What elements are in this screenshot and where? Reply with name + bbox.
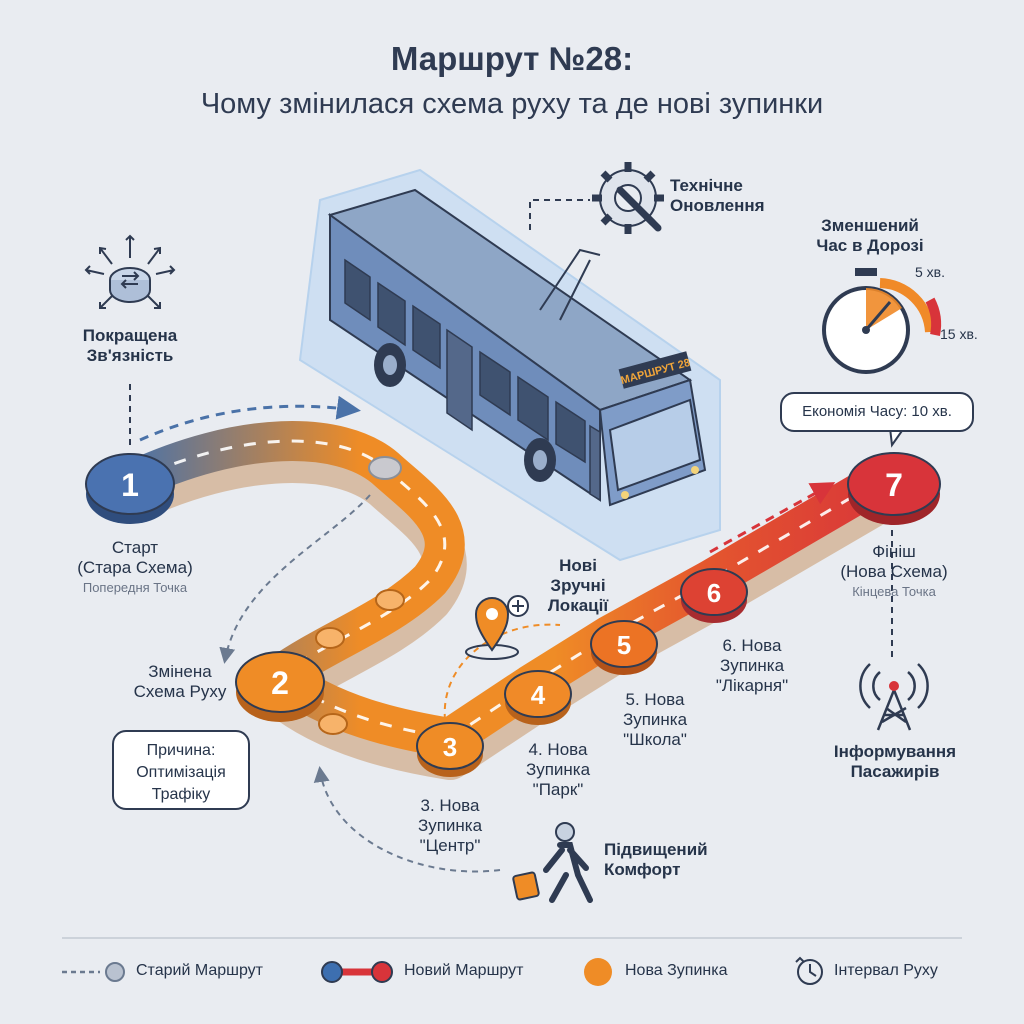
stop-7-label: Фініш (Нова Схема) Кінцева Точка <box>840 542 948 599</box>
new-locations-label: Нові Зручні Локації <box>547 556 609 615</box>
stop-6-marker: 6 <box>680 568 748 623</box>
time-savings-bubble: Економія Часу: 10 хв. <box>780 392 974 432</box>
gauge-max-label: 15 хв. <box>940 326 978 342</box>
svg-text:7: 7 <box>885 467 903 503</box>
page-subtitle: Чому змінилася схема руху та де нові зуп… <box>200 88 824 120</box>
finish-arrow <box>709 482 836 554</box>
svg-text:2: 2 <box>271 665 289 701</box>
stop-markers: 1 2 3 4 5 <box>85 452 941 777</box>
stop-1-label: Старт (Стара Схема) Попередня Точка <box>77 538 193 595</box>
tech-update-label: Технічне Оновлення <box>670 176 765 215</box>
page-title: Маршрут №28: <box>390 40 634 77</box>
passenger-icon <box>512 822 593 903</box>
stop-3-label: 3. Нова Зупинка "Центр" <box>417 796 483 855</box>
radio-tower-icon <box>859 663 929 731</box>
stop-1-marker: 1 <box>85 453 175 524</box>
svg-text:4: 4 <box>531 680 546 710</box>
legend-old-route: Старий Маршрут <box>136 962 264 979</box>
gauge-min-label: 5 хв. <box>915 264 946 280</box>
stop-5-label: 5. Нова Зупинка "Школа" <box>622 690 688 749</box>
svg-text:5: 5 <box>617 630 631 660</box>
connectivity-icon <box>84 234 176 309</box>
stop-4-label: 4. Нова Зупинка "Парк" <box>525 740 591 799</box>
svg-text:1: 1 <box>121 467 139 503</box>
reduced-time-label: Зменшений Час в Дорозі <box>816 216 924 255</box>
stop-2-marker: 2 <box>235 651 325 722</box>
waypoints <box>315 456 405 735</box>
legend-new-route: Новий Маршрут <box>404 962 524 979</box>
stop-6-label: 6. Нова Зупинка "Лікарня" <box>715 636 789 695</box>
reason-bubble: Причина: Оптимізація Трафіку <box>112 730 250 810</box>
legend-icons <box>62 956 823 986</box>
comfort-label: Підвищений Комфорт <box>604 840 708 879</box>
passenger-info-label: Інформування Пасажирів <box>833 742 957 781</box>
legend-new-stop: Нова Зупинка <box>625 962 728 979</box>
stop-5-marker: 5 <box>590 620 658 675</box>
stop-3-marker: 3 <box>416 722 484 777</box>
legend-interval: Інтервал Руху <box>834 962 938 979</box>
stop-2-label: Змінена Схема Руху <box>133 662 227 701</box>
stop-7-marker: 7 <box>847 452 941 525</box>
svg-text:6: 6 <box>707 578 721 608</box>
svg-text:3: 3 <box>443 732 457 762</box>
stop-4-marker: 4 <box>504 670 572 725</box>
gear-wrench-icon <box>592 162 664 234</box>
connectivity-label: Покращена Зв'язність <box>82 326 178 365</box>
bus-illustration: МАРШРУТ 28 <box>298 168 721 562</box>
location-pin-icon <box>465 595 529 660</box>
stopwatch-icon <box>822 268 942 374</box>
